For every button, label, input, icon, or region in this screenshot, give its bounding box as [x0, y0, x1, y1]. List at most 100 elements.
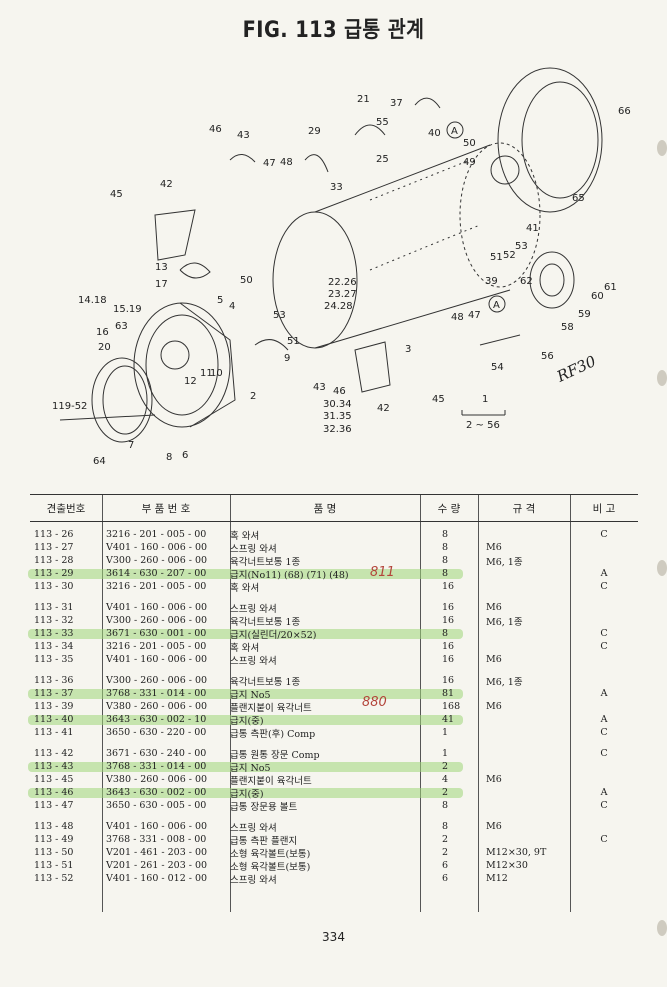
part-number-cell: V380 - 260 - 006 - 00 — [106, 774, 208, 785]
quantity-cell: 8 — [442, 821, 449, 832]
header-name: 품 명 — [313, 502, 337, 515]
diagram-label: 33 — [330, 182, 343, 193]
diagram-label: 14.18 — [78, 295, 107, 306]
diagram-label: 23.27 — [328, 289, 357, 300]
table-header: 견출번호 부 품 번 호 품 명 수 량 규 격 비 고 — [30, 494, 638, 522]
name-cell: 스프링 와셔 — [230, 822, 277, 834]
part-number-cell: 3643 - 630 - 002 - 00 — [106, 787, 207, 798]
index-cell: 113 - 41 — [34, 727, 74, 738]
diagram-label: 41 — [526, 223, 539, 234]
quantity-cell: 2 — [442, 847, 449, 858]
name-cell: 급지 No5 — [230, 762, 271, 774]
diagram-label: 6 — [182, 450, 188, 461]
diagram-label: 64 — [93, 456, 106, 467]
diagram-label: 55 — [376, 117, 389, 128]
name-cell: 육각너트보통 1종 — [230, 556, 301, 568]
diagram-label: 49 — [463, 157, 476, 168]
diagram-label: 16 — [96, 327, 109, 338]
index-cell: 113 - 36 — [34, 675, 74, 686]
diagram-label: 45 — [432, 394, 445, 405]
name-cell: 육각너트보통 1종 — [230, 616, 301, 628]
diagram-label: 1 — [482, 394, 488, 405]
part-number-cell: V201 - 261 - 203 - 00 — [106, 860, 208, 871]
part-number-cell: 3650 - 630 - 005 - 00 — [106, 800, 207, 811]
diagram-label: 24.28 — [324, 301, 353, 312]
diagram-label: 43 — [313, 382, 326, 393]
diagram-label: 43 — [237, 130, 250, 141]
quantity-cell: 2 — [442, 834, 449, 845]
remarks-cell: A — [600, 688, 608, 699]
diagram-label: 63 — [115, 321, 128, 332]
name-cell: 스프링 와셔 — [230, 603, 277, 615]
diagram-label: 12 — [184, 376, 197, 387]
diagram-label: 13 — [155, 262, 168, 273]
remarks-cell: C — [600, 834, 608, 845]
remarks-cell: C — [600, 628, 608, 639]
part-number-cell: 3768 - 331 - 014 - 00 — [106, 688, 207, 699]
spec-cell: M6, 1종 — [486, 616, 523, 628]
diagram-label: 56 — [541, 351, 554, 362]
clip-37 — [414, 97, 441, 109]
page-title: FIG. 113 급통 관계 — [242, 18, 425, 43]
quantity-cell: 4 — [442, 774, 449, 785]
diagram-label: 31.35 — [323, 411, 352, 422]
diagram-label: 60 — [591, 291, 604, 302]
quantity-cell: 2 — [442, 761, 449, 772]
quantity-cell: 6 — [442, 860, 449, 871]
quantity-cell: 2 — [442, 787, 449, 798]
diagram-label: 119-52 — [52, 401, 87, 412]
index-cell: 113 - 37 — [34, 688, 74, 699]
name-cell: 육각너트보통 1종 — [230, 676, 301, 688]
index-cell: 113 - 40 — [34, 714, 74, 725]
name-cell: 스프링 와셔 — [230, 874, 277, 886]
diagram-label: 4 — [229, 301, 235, 312]
remarks-cell: A — [600, 787, 608, 798]
quantity-cell: 16 — [442, 641, 455, 652]
diagram-label: 10 — [210, 368, 223, 379]
diagram-label: 2 — [250, 391, 256, 402]
quantity-cell: 1 — [442, 727, 449, 738]
quantity-cell: 16 — [442, 602, 455, 613]
spec-cell: M6 — [486, 602, 502, 613]
part-number-cell: V401 - 160 - 012 - 00 — [106, 873, 208, 884]
svg-text:A: A — [451, 126, 458, 137]
part-number-cell: 3650 - 630 - 220 - 00 — [106, 727, 207, 738]
remarks-cell: C — [600, 641, 608, 652]
diagram-label: 17 — [155, 279, 168, 290]
header-part-number: 부 품 번 호 — [141, 502, 191, 515]
index-cell: 113 - 39 — [34, 701, 74, 712]
quantity-cell: 16 — [442, 654, 455, 665]
diagram-label: 42 — [377, 403, 390, 414]
exploded-parts-diagram: A A 21 37 66 46 43 29 55 40 50 49 47 48 … — [52, 67, 631, 467]
spec-cell: M6, 1종 — [486, 676, 523, 688]
diagram-label: 7 — [128, 440, 134, 451]
remarks-cell: A — [600, 714, 608, 725]
diagram-label: 22.26 — [328, 277, 357, 288]
front-shaft — [59, 414, 156, 421]
diagram-label: 46 — [333, 386, 346, 397]
part-number-cell: 3768 - 331 - 008 - 00 — [106, 834, 207, 845]
part-number-cell: V300 - 260 - 006 - 00 — [106, 555, 208, 566]
index-cell: 113 - 34 — [34, 641, 74, 652]
index-cell: 113 - 46 — [34, 787, 74, 798]
diagram-label: 58 — [561, 322, 574, 333]
name-cell: 스프링 와셔 — [230, 543, 277, 555]
index-cell: 113 - 31 — [34, 602, 74, 613]
part-number-cell: 3614 - 630 - 207 - 00 — [106, 568, 207, 579]
index-cell: 113 - 30 — [34, 581, 74, 592]
part-number-cell: V380 - 260 - 006 - 00 — [106, 701, 208, 712]
remarks-cell: C — [600, 727, 608, 738]
